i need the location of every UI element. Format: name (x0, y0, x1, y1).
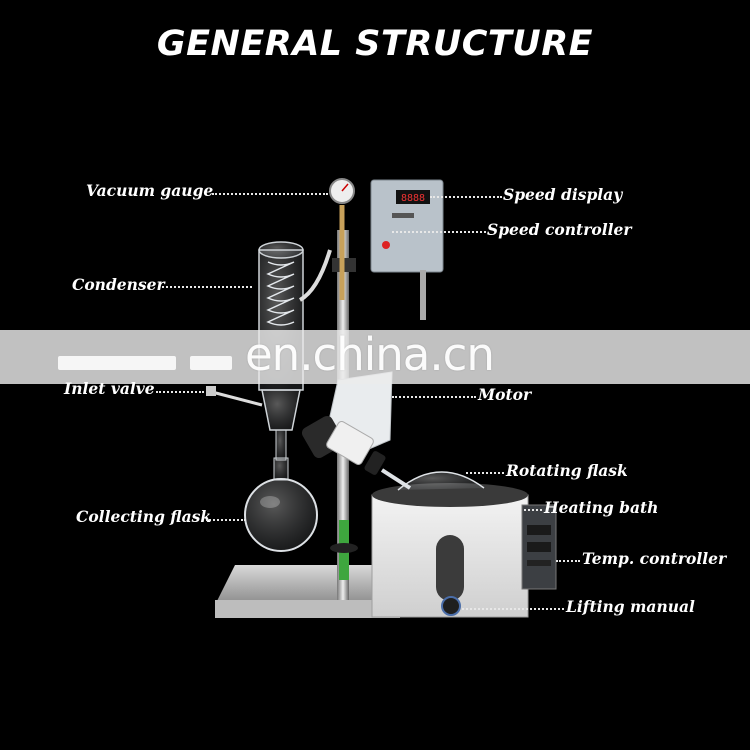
label-lifting-manual: Lifting manual (566, 597, 695, 616)
speed-control-box-illustration: 8888 (370, 179, 444, 320)
label-collecting-flask: Collecting flask (76, 507, 212, 526)
leader-lifting-manual (462, 608, 564, 610)
watermark-blur-mid (190, 356, 232, 370)
label-inlet-valve: Inlet valve (64, 379, 155, 398)
collecting-flask-illustration (244, 457, 318, 552)
heating-bath-illustration (371, 468, 557, 618)
speed-display-readout: 8888 (401, 193, 425, 204)
motor-illustration (301, 371, 393, 475)
leader-collecting-flask (206, 519, 246, 521)
vacuum-gauge-illustration (329, 178, 355, 300)
page-title: GENERAL STRUCTURE (156, 24, 594, 64)
label-vacuum-gauge: Vacuum gauge (86, 181, 214, 200)
inlet-valve-illustration (206, 386, 263, 407)
label-speed-controller: Speed controller (487, 220, 632, 239)
leader-temp-controller (556, 560, 580, 562)
leader-vacuum-gauge (212, 193, 328, 195)
label-speed-display: Speed display (503, 185, 623, 204)
leader-speed-controller (392, 231, 486, 233)
label-rotating-flask: Rotating flask (506, 461, 628, 480)
label-heating-bath: Heating bath (544, 498, 659, 517)
label-condenser: Condenser (72, 275, 165, 294)
base-plate (215, 565, 400, 618)
leader-condenser (162, 286, 252, 288)
watermark-blur-left (58, 356, 176, 370)
label-motor: Motor (478, 385, 532, 404)
leader-rotating-flask (466, 472, 504, 474)
watermark-text: en.china.cn (245, 328, 495, 381)
leader-heating-bath (524, 509, 542, 511)
label-temp-controller: Temp. controller (582, 549, 727, 568)
leader-speed-display (430, 196, 502, 198)
leader-motor (392, 396, 476, 398)
leader-inlet-valve (156, 391, 204, 393)
